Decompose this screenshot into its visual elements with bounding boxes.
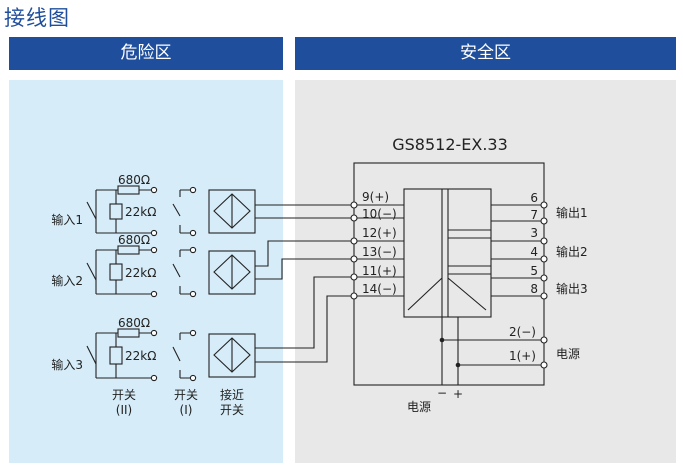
safe-zone-header: 安全区	[295, 37, 676, 70]
input-network-1	[86, 185, 256, 237]
terminal-4-label: 4	[530, 245, 538, 259]
input-network-2	[86, 245, 256, 298]
input-network-3	[86, 328, 256, 382]
input-1-resistor-680: 680Ω	[118, 173, 150, 187]
input-3-resistor-22k: 22kΩ	[125, 349, 156, 363]
terminal-10-label: 10(−)	[362, 207, 397, 221]
output-1-label: 输出1	[556, 205, 588, 220]
switch-2-subcaption: (II)	[116, 403, 132, 417]
terminal-6-label: 6	[530, 191, 538, 205]
power-label-bottom: 电源	[407, 400, 431, 414]
page-title: 接线图	[4, 6, 70, 30]
output-wiring	[491, 204, 544, 297]
power-minus-symbol: −	[437, 386, 447, 400]
output-3-label: 输出3	[556, 281, 588, 296]
power-label-right: 电源	[556, 347, 580, 361]
input-3-resistor-680: 680Ω	[118, 316, 150, 330]
model-label: GS8512-EX.33	[392, 135, 508, 154]
internal-input-wiring	[354, 204, 404, 297]
terminal-8-label: 8	[530, 282, 538, 296]
prox-switch-subcaption: 开关	[220, 403, 244, 417]
power-plus-symbol: +	[453, 387, 463, 401]
junction-dots	[439, 337, 461, 368]
input-2-label: 输入2	[51, 273, 83, 288]
terminal-12-label: 12(+)	[362, 226, 397, 240]
hazardous-zone-header: 危险区	[9, 37, 283, 70]
terminal-13-label: 13(−)	[362, 245, 397, 259]
input-1-label: 输入1	[51, 212, 83, 227]
terminal-2-label: 2(−)	[509, 325, 536, 339]
switch-1-caption: 开关	[174, 388, 198, 402]
terminal-14-label: 14(−)	[362, 282, 397, 296]
terminal-9-label: 9(+)	[362, 190, 389, 204]
terminal-11-label: 11(+)	[362, 264, 397, 278]
terminal-3-label: 3	[530, 226, 538, 240]
input-2-resistor-680: 680Ω	[118, 233, 150, 247]
terminals	[350, 201, 548, 369]
input-1-resistor-22k: 22kΩ	[125, 205, 156, 219]
isolator-block	[403, 188, 492, 318]
switch-2-caption: 开关	[112, 388, 136, 402]
field-wiring	[255, 204, 354, 363]
terminal-5-label: 5	[530, 264, 538, 278]
output-2-label: 输出2	[556, 244, 588, 259]
input-3-label: 输入3	[51, 357, 83, 372]
safe-zone-panel	[295, 80, 676, 463]
input-2-resistor-22k: 22kΩ	[125, 266, 156, 280]
power-wiring	[441, 317, 544, 385]
prox-switch-caption: 接近	[220, 387, 244, 402]
switch-1-subcaption: (I)	[180, 403, 193, 417]
terminal-1-label: 1(+)	[509, 349, 536, 363]
hazardous-zone-panel	[9, 80, 283, 463]
terminal-7-label: 7	[530, 208, 538, 222]
